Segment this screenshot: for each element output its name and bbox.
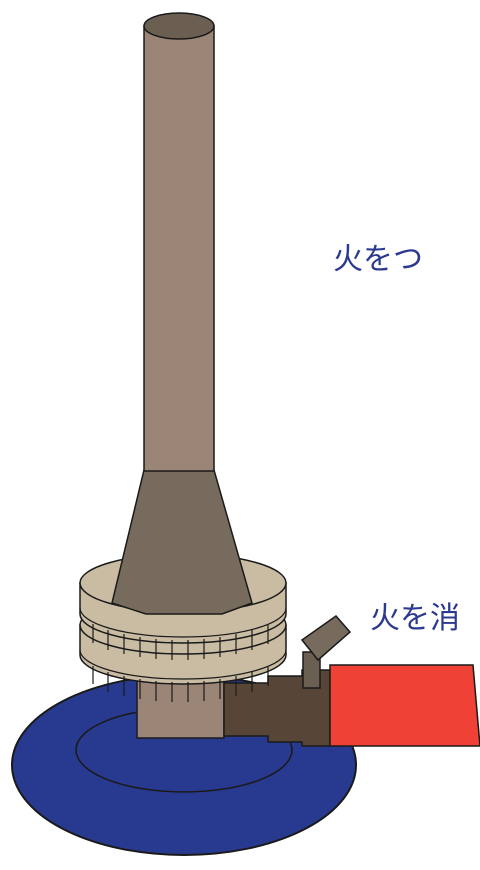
burner-cone: [111, 469, 253, 615]
burner-tube: [143, 12, 215, 472]
extinguish-label: 火を消: [370, 601, 460, 636]
gas-valve[interactable]: [223, 614, 352, 747]
gas-hose: [329, 664, 480, 747]
ignite-label: 火をつ: [333, 242, 423, 277]
